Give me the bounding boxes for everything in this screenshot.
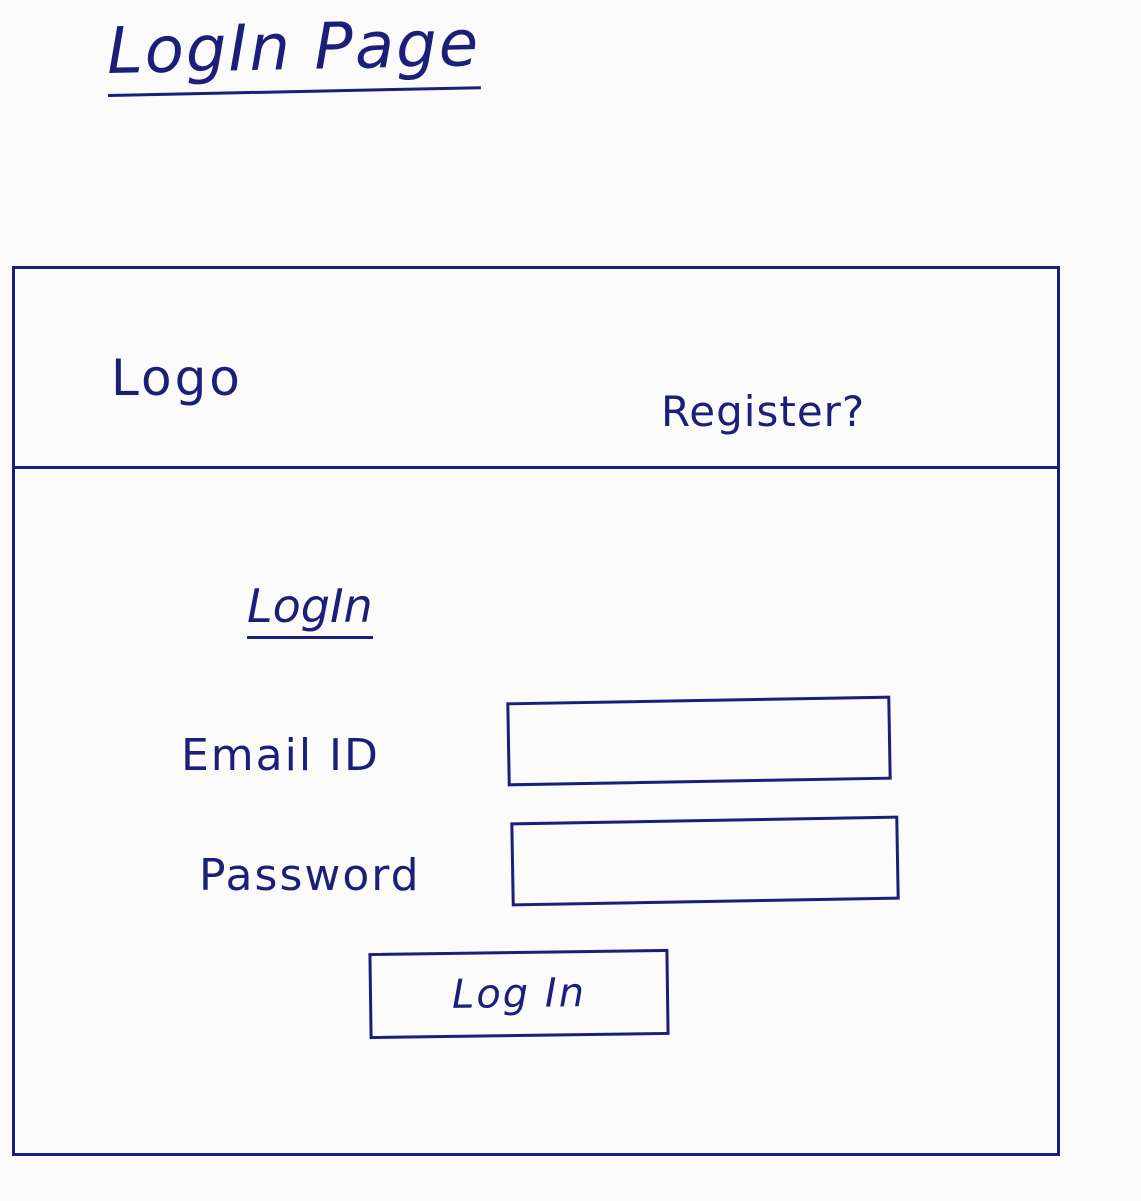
login-button[interactable]: Log In [368,948,670,1040]
app-window: Logo Register? LogIn Email ID Password L… [12,266,1060,1156]
header-bar: Logo Register? [15,269,1057,469]
login-heading: LogIn [247,581,373,639]
page-title: LogIn Page [106,7,481,97]
email-label: Email ID [181,730,380,781]
password-input[interactable] [510,815,900,907]
logo: Logo [111,349,243,407]
register-link[interactable]: Register? [661,387,866,436]
email-input[interactable] [506,695,892,787]
password-label: Password [199,850,421,901]
